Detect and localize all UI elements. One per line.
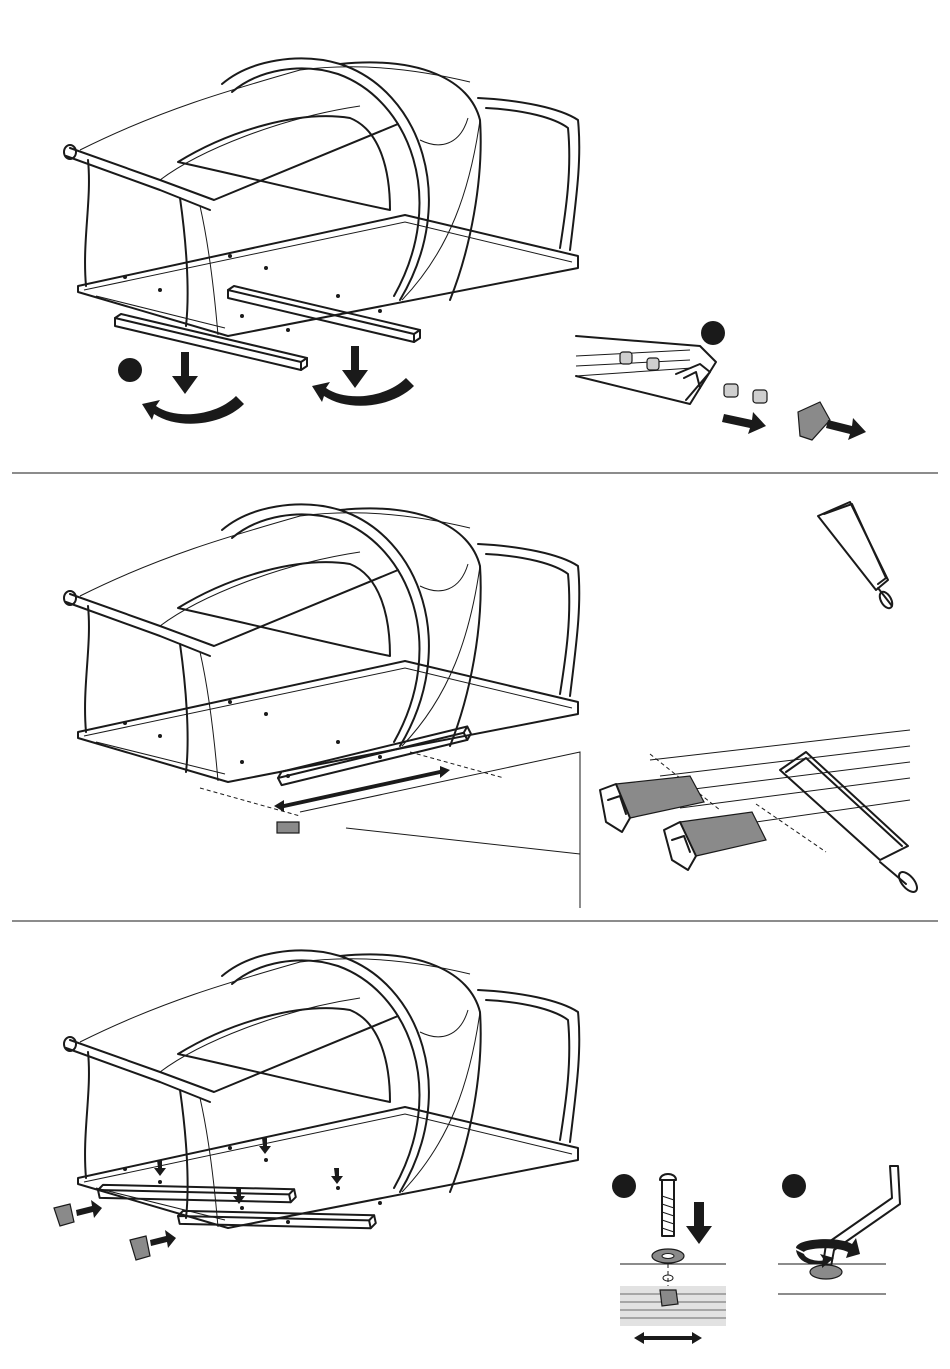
tighten-detail <box>778 1166 900 1294</box>
push-arrow-icon <box>150 1230 176 1248</box>
end-cap-icon <box>798 402 830 440</box>
step-marker-2 <box>701 321 725 345</box>
end-cap-icon <box>54 1204 74 1226</box>
panel-install-rails <box>54 950 900 1344</box>
bolt-icon <box>660 1174 676 1236</box>
step-marker-1 <box>612 1174 636 1198</box>
step-marker-1 <box>118 358 142 382</box>
push-arrow-icon <box>826 418 866 440</box>
nut-icon <box>753 390 767 403</box>
panel-cut-rails <box>64 502 920 908</box>
nut-icon <box>660 1290 678 1306</box>
panel-remove-rails <box>64 58 866 440</box>
nut-icon <box>647 358 659 370</box>
hacksaw-icon <box>818 502 895 610</box>
push-arrow-icon <box>172 352 198 394</box>
push-arrow-icon <box>722 412 766 434</box>
push-arrow-icon <box>686 1202 712 1244</box>
rail-end-detail <box>576 321 866 440</box>
push-arrow-icon <box>76 1200 102 1218</box>
step-marker-2 <box>782 1174 806 1198</box>
nut-icon <box>724 384 738 397</box>
bolt-detail <box>612 1174 726 1344</box>
rail-cut-detail <box>600 730 920 895</box>
measure-arrow-icon <box>634 1332 702 1344</box>
end-cap-icon <box>130 1236 150 1260</box>
push-arrow-icon <box>342 346 368 388</box>
allen-key-icon <box>822 1166 900 1272</box>
nut-icon <box>620 352 632 364</box>
